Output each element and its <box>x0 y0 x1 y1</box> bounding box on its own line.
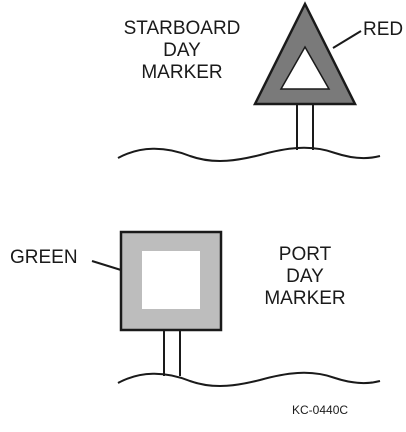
starboard-label-line-3: MARKER <box>112 62 252 84</box>
red-label-leader-line <box>333 31 361 48</box>
starboard-water-line <box>118 148 380 161</box>
figure-code: KC-0440C <box>292 403 348 417</box>
starboard-marker-label: STARBOARD DAY MARKER <box>112 18 252 84</box>
port-marker-inner-square <box>142 251 200 309</box>
green-color-label: GREEN <box>10 247 78 269</box>
starboard-label-line-1: STARBOARD <box>112 18 252 40</box>
port-marker-label: PORT DAY MARKER <box>240 244 370 310</box>
port-label-line-1: PORT <box>240 244 370 266</box>
green-label-leader-line <box>92 261 121 270</box>
port-label-line-2: DAY <box>240 266 370 288</box>
port-label-line-3: MARKER <box>240 288 370 310</box>
starboard-label-line-2: DAY <box>112 40 252 62</box>
port-water-line <box>118 373 380 386</box>
red-color-label: RED <box>363 19 403 41</box>
